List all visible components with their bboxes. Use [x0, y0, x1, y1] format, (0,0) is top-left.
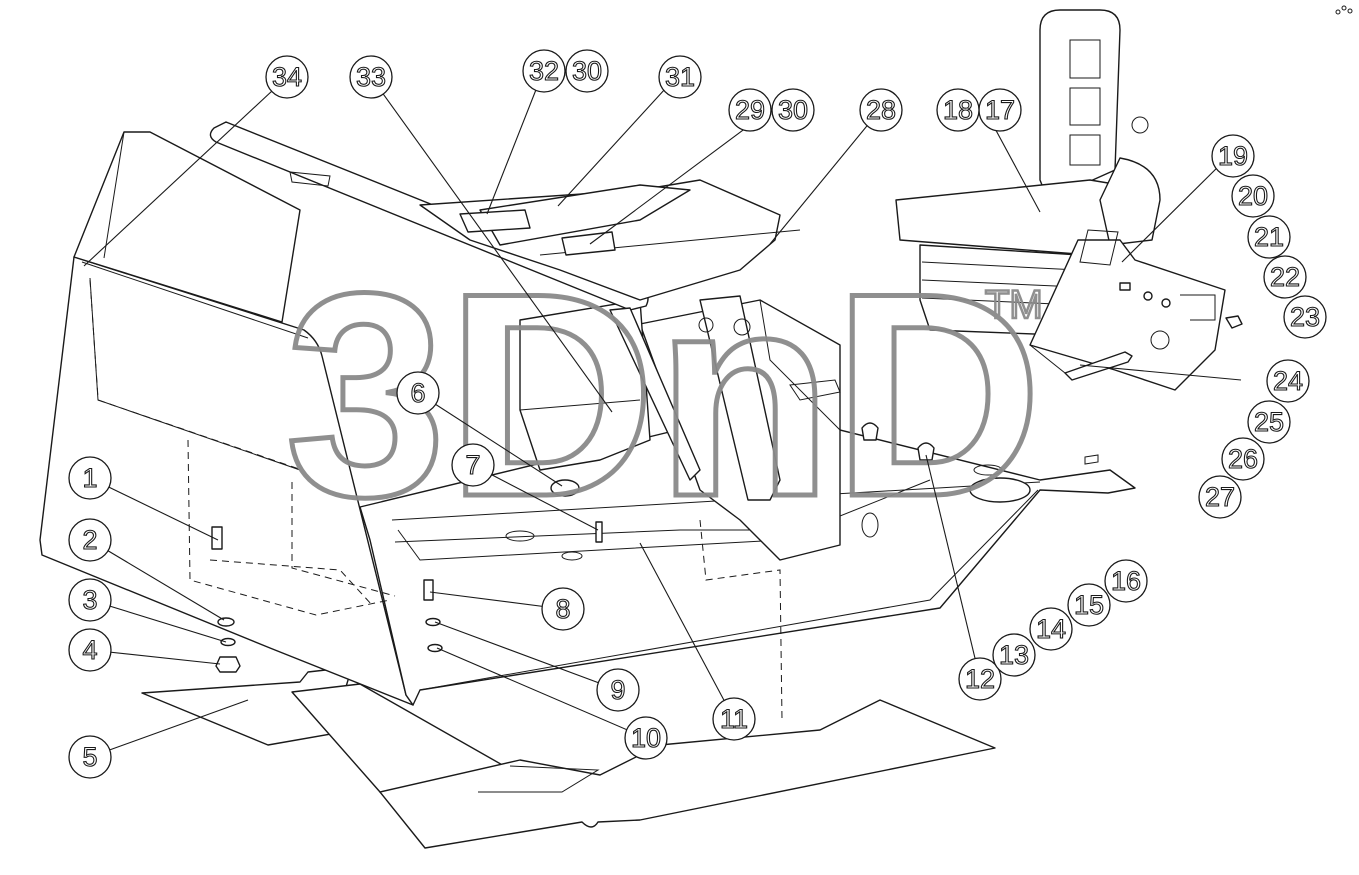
callout-26: 26 — [1221, 437, 1265, 481]
callout-label: 23 — [1290, 302, 1320, 332]
callout-30-left: 30 — [565, 49, 609, 93]
callout-label: 3 — [82, 585, 97, 615]
callout-7: 7 — [451, 443, 495, 487]
callout-2: 2 — [68, 518, 112, 562]
callout-5: 5 — [68, 735, 112, 779]
callout-label: 25 — [1254, 407, 1284, 437]
callout-label: 16 — [1111, 566, 1141, 596]
callout-6: 6 — [396, 371, 440, 415]
callout-label: 15 — [1074, 590, 1104, 620]
callout-label: 24 — [1273, 366, 1303, 396]
pedal-posts — [609, 295, 781, 501]
callout-22: 22 — [1263, 255, 1307, 299]
callout-label: 29 — [735, 95, 765, 125]
callout-label: 22 — [1270, 262, 1300, 292]
callout-10: 10 — [624, 716, 668, 760]
callout-label: 34 — [272, 62, 302, 92]
callout-13: 13 — [992, 633, 1036, 677]
floor-mat — [141, 666, 996, 849]
watermark-trademark: TM — [985, 283, 1043, 327]
callout-11: 11 — [712, 697, 756, 741]
callout-25: 25 — [1247, 400, 1291, 444]
callout-29: 29 — [728, 88, 772, 132]
callout-label: 18 — [943, 95, 973, 125]
callout-8: 8 — [541, 587, 585, 631]
callout-9: 9 — [596, 668, 640, 712]
callout-label: 1 — [82, 463, 97, 493]
callout-label: 26 — [1228, 444, 1258, 474]
callout-24: 24 — [1266, 359, 1310, 403]
callout-label: 32 — [529, 56, 559, 86]
callout-label: 19 — [1218, 141, 1248, 171]
callouts: 1 2 3 4 5 6 7 8 9 10 11 12 13 14 15 16 1… — [68, 49, 1327, 779]
callout-label: 17 — [985, 95, 1015, 125]
callout-1: 1 — [68, 456, 112, 500]
callout-label: 7 — [465, 450, 480, 480]
callout-label: 21 — [1254, 222, 1284, 252]
callout-4: 4 — [68, 628, 112, 672]
callout-label: 14 — [1036, 614, 1066, 644]
callout-19: 19 — [1211, 134, 1255, 178]
callout-32: 32 — [522, 49, 566, 93]
callout-label: 8 — [555, 594, 570, 624]
callout-20: 20 — [1231, 174, 1275, 218]
callout-17: 17 — [978, 88, 1022, 132]
callout-label: 33 — [356, 62, 386, 92]
callout-label: 20 — [1238, 181, 1268, 211]
callout-21: 21 — [1247, 215, 1291, 259]
callout-label: 11 — [720, 704, 748, 734]
callout-27: 27 — [1198, 475, 1242, 519]
callout-14: 14 — [1029, 607, 1073, 651]
adjust-handle — [1029, 344, 1133, 381]
callout-label: 6 — [410, 378, 425, 408]
callout-label: 12 — [965, 664, 995, 694]
callout-18: 18 — [936, 88, 980, 132]
callout-label: 9 — [610, 675, 625, 705]
callout-label: 2 — [82, 525, 97, 555]
callout-label: 4 — [82, 635, 97, 665]
callout-label: 27 — [1205, 482, 1235, 512]
left-side-panel — [39, 256, 414, 706]
callout-label: 30 — [572, 56, 602, 86]
callout-label: 31 — [665, 62, 695, 92]
rear-plate — [73, 131, 301, 323]
callout-23: 23 — [1283, 295, 1327, 339]
callout-34: 34 — [265, 55, 309, 99]
callout-31: 31 — [658, 55, 702, 99]
hardware — [211, 5, 1353, 673]
callout-28: 28 — [859, 88, 903, 132]
callout-label: 30 — [778, 95, 808, 125]
callout-3: 3 — [68, 578, 112, 622]
callout-33: 33 — [349, 55, 393, 99]
callout-16: 16 — [1104, 559, 1148, 603]
seat-base-plate — [1029, 229, 1226, 391]
callout-label: 10 — [631, 723, 661, 753]
callout-label: 5 — [82, 742, 97, 772]
leader-lines — [83, 76, 1242, 758]
callout-15: 15 — [1067, 583, 1111, 627]
callout-12: 12 — [958, 657, 1002, 701]
callout-label: 13 — [999, 640, 1029, 670]
callout-label: 28 — [866, 95, 896, 125]
callout-30-right: 30 — [771, 88, 815, 132]
